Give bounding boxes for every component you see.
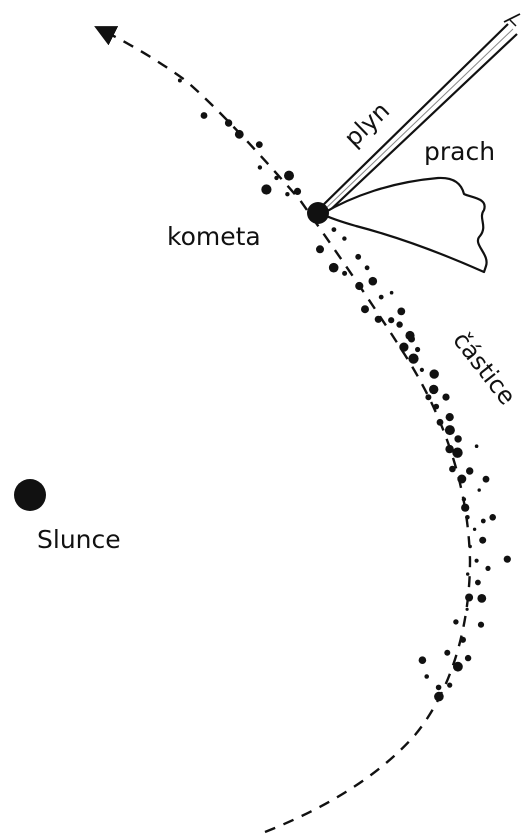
particle-dot [485, 565, 491, 572]
particle-dot [355, 281, 364, 291]
particle-dot [477, 488, 481, 492]
particle-dot [293, 187, 302, 195]
particle-dot [461, 503, 470, 512]
particle-dot [388, 317, 395, 324]
particle-dot [378, 294, 384, 300]
particle-dot [342, 236, 347, 241]
particle-dot [408, 353, 419, 364]
particle-dot [489, 514, 497, 521]
particle-dot [285, 192, 290, 197]
particle-dot [224, 119, 233, 127]
particle-dot [452, 447, 463, 458]
particle-dot [200, 112, 208, 119]
particle-dot [453, 661, 463, 672]
particle-dot [435, 684, 442, 691]
particle-dot [475, 579, 481, 586]
particle-dot [433, 403, 440, 410]
particle-dot [466, 467, 474, 475]
particle-dot [257, 165, 263, 170]
particle-dot [465, 607, 469, 611]
comet-label: kometa [167, 222, 261, 251]
particle-dot [399, 342, 409, 352]
particle-dot [418, 656, 427, 664]
particle-dot [459, 636, 466, 643]
particle-dot [429, 369, 439, 379]
particle-dot [447, 682, 453, 688]
particles-label: částice [447, 326, 521, 410]
particle-dot [449, 465, 456, 473]
particle-dot [408, 335, 415, 343]
particle-dot [177, 78, 182, 83]
particle-dot [342, 270, 348, 276]
gas-tail [317, 13, 521, 215]
particle-dot [425, 394, 432, 401]
particle-dot [389, 290, 394, 295]
particle-dot [461, 497, 467, 502]
particle-dot [361, 305, 369, 314]
particle-dot [328, 262, 339, 273]
particle-dot [472, 527, 477, 531]
particle-dot [474, 444, 479, 449]
particle-dot [364, 265, 370, 271]
particle-dot [355, 253, 362, 260]
particle-dot [482, 475, 490, 483]
particle-dot [374, 315, 382, 323]
particle-dot [255, 141, 263, 149]
particle-dot [429, 384, 439, 395]
particle-dot [468, 544, 472, 549]
sun-disc [14, 479, 46, 511]
dust-label: prach [424, 137, 495, 166]
particle-dot [436, 418, 444, 426]
particle-dot [503, 555, 511, 563]
particle-dot [477, 594, 487, 603]
particle-dot [442, 393, 450, 401]
sun-label: Slunce [37, 525, 121, 554]
particle-dot [419, 367, 424, 372]
particle-dot [396, 321, 403, 328]
particle-dot [284, 170, 294, 181]
particle-dot [434, 691, 444, 702]
particle-dot [464, 654, 472, 662]
particle-dot [477, 621, 485, 628]
particle-dot [397, 307, 406, 316]
particle-dot [465, 515, 470, 520]
particle-dot [368, 276, 378, 286]
particle-dot [415, 346, 421, 353]
particle-dot [465, 593, 474, 602]
particle-dot [453, 619, 459, 625]
particle-dot [480, 518, 486, 524]
particle-dot [444, 425, 455, 436]
particle-dot [457, 474, 467, 484]
particle-dot [479, 536, 487, 544]
particle-dot [316, 245, 324, 254]
particle-cloud [177, 78, 511, 702]
particle-dot [474, 558, 479, 563]
particle-dot [331, 227, 337, 233]
particle-dot [261, 184, 272, 195]
particle-dot [444, 649, 451, 656]
particle-dot [466, 572, 470, 576]
comet-orbit-path [94, 26, 472, 834]
particle-dot [274, 175, 279, 181]
comet-nucleus [307, 202, 329, 224]
particle-dot [234, 129, 244, 139]
particle-dot [445, 444, 454, 454]
particle-dot [445, 413, 454, 422]
particle-dot [424, 674, 430, 679]
particle-dot [454, 435, 462, 443]
dust-tail [320, 176, 488, 274]
